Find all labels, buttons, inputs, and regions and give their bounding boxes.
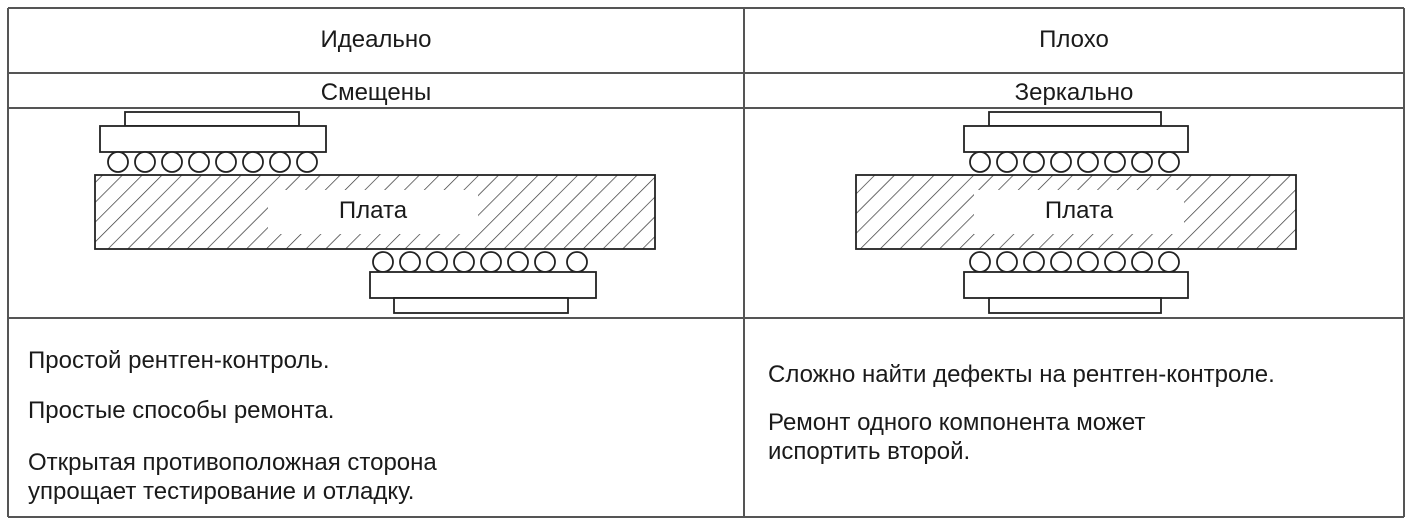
pcb-label-backdrop	[974, 190, 1184, 234]
top-component-substrate	[99, 125, 327, 153]
bottom-component-substrate	[369, 271, 597, 299]
header-bad: Плохо	[1039, 26, 1109, 53]
bottom-component-substrate	[963, 271, 1189, 299]
left-note-3-line2: упрощает тестирование и отладку.	[28, 478, 415, 505]
right-note-2-line2: испортить второй.	[768, 438, 971, 465]
pcb-label-left: Плата	[338, 197, 408, 224]
diagram-mirrored	[855, 111, 1297, 314]
top-solder-balls	[969, 151, 1180, 173]
top-component-die	[124, 111, 300, 127]
bottom-component-die	[988, 297, 1162, 314]
bottom-component-die	[393, 297, 569, 314]
subheader-offset: Смещены	[320, 79, 432, 106]
pcb-label-right: Плата	[1044, 197, 1114, 224]
right-note-1: Сложно найти дефекты на рентген-контроле…	[768, 361, 1275, 388]
right-note-2-line1: Ремонт одного компонента может	[768, 409, 1146, 436]
left-note-3-line1: Открытая противоположная сторона	[28, 449, 437, 476]
top-solder-balls	[107, 151, 318, 173]
top-component-die	[988, 111, 1162, 127]
bottom-solder-balls	[969, 251, 1180, 273]
top-component-substrate	[963, 125, 1189, 153]
diagram-offset	[94, 111, 656, 314]
pcb-label-backdrop	[268, 190, 478, 234]
left-note-1: Простой рентген-контроль.	[28, 347, 330, 374]
subheader-mirrored: Зеркально	[1014, 79, 1134, 106]
header-ideal: Идеально	[320, 26, 432, 53]
table-grid	[7, 7, 1405, 518]
left-note-2: Простые способы ремонта.	[28, 397, 335, 424]
bottom-solder-balls	[372, 251, 588, 273]
